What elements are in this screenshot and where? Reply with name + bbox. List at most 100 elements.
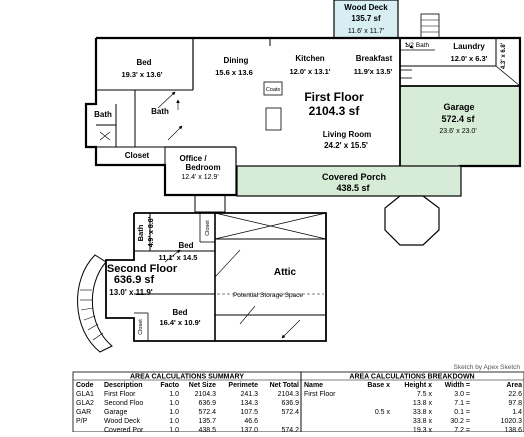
summary-row-cell: 1.0 bbox=[169, 427, 179, 432]
covered-porch-area-label: 438.5 sf bbox=[336, 183, 370, 193]
bed-label: Bed bbox=[136, 58, 151, 67]
summary-row-cell: 438.5 bbox=[198, 427, 216, 432]
garage-area-label: 572.4 sf bbox=[441, 114, 475, 124]
kitchen-island bbox=[265, 107, 282, 131]
summary-header-cell: Facto bbox=[160, 382, 179, 389]
breakdown-row-cell: 138.6 bbox=[504, 427, 522, 432]
bath2-dims: 4.9' x 8.8' bbox=[148, 216, 155, 247]
covered-porch-area bbox=[236, 165, 462, 197]
breakdown-row-cell: 0.5 x bbox=[375, 409, 391, 416]
summary-row-cell: Garage bbox=[104, 409, 127, 416]
covered-porch-label: Covered Porch bbox=[322, 172, 386, 182]
storage-label: Potential Storage Space bbox=[233, 292, 303, 299]
kitchen-label: Kitchen bbox=[295, 54, 324, 63]
kitchen-dims: 12.0' x 13.1' bbox=[289, 67, 330, 76]
breakdown-header-cell: Height x bbox=[404, 382, 432, 389]
summary-row-cell: Second Floo bbox=[104, 400, 143, 407]
coats-closet bbox=[263, 81, 283, 96]
breakdown-row-cell: 13.8 x bbox=[413, 400, 433, 407]
bed-bottom-dims: 16.4' x 10.9' bbox=[159, 318, 200, 327]
summary-header-cell: Perimete bbox=[228, 382, 258, 389]
breakdown-row-cell: 0.1 = bbox=[454, 409, 470, 416]
attic-hatch bbox=[214, 212, 327, 240]
coats-label: Coats bbox=[266, 87, 281, 93]
breakdown-row-cell: 30.2 = bbox=[450, 418, 470, 425]
summary-row-cell: Wood Deck bbox=[104, 418, 141, 425]
bed-top-dims: 11.1' x 14.5 bbox=[159, 253, 198, 262]
area-breakdown-table: AREA CALCULATIONS BREAKDOWN Name Base x He… bbox=[300, 371, 524, 434]
breakdown-row-cell: 7.5 x bbox=[417, 391, 433, 398]
summary-row-cell: 636.9 bbox=[198, 400, 216, 407]
second-floor-side-dims: 13.0' x 11.9' bbox=[109, 288, 152, 297]
summary-row-cell: P/P bbox=[76, 418, 88, 425]
porch-octagon bbox=[384, 195, 440, 246]
dining-label: Dining bbox=[224, 56, 249, 65]
laundry-label: Laundry bbox=[453, 42, 485, 51]
summary-row-cell: 572.4 bbox=[281, 409, 299, 416]
summary-row-cell: GLA2 bbox=[76, 400, 94, 407]
summary-title: AREA CALCULATIONS SUMMARY bbox=[130, 374, 244, 381]
summary-row-cell: 2104.3 bbox=[195, 391, 217, 398]
summary-row-cell: First Floor bbox=[104, 391, 136, 398]
breakdown-row-cell: 33.8 x bbox=[413, 409, 433, 416]
summary-header-cell: Code bbox=[76, 382, 94, 389]
spiral-stairs bbox=[77, 254, 113, 353]
office-dims: 12.4' x 12.9' bbox=[181, 174, 218, 181]
summary-row-cell: 1.0 bbox=[169, 400, 179, 407]
wood-deck-label: Wood Deck bbox=[344, 3, 388, 12]
breakdown-header-cell: Base x bbox=[367, 382, 390, 389]
summary-row-cell: 1.0 bbox=[169, 418, 179, 425]
breakfast-label: Breakfast bbox=[356, 54, 393, 63]
wood-deck-area-label: 135.7 sf bbox=[351, 14, 381, 23]
summary-row-cell: 137.0 bbox=[240, 427, 258, 432]
dining-dims: 15.6 x 13.6 bbox=[215, 68, 253, 77]
bed-bottom-label: Bed bbox=[172, 308, 187, 317]
summary-row-cell: GAR bbox=[76, 409, 91, 416]
summary-row-cell: 636.9 bbox=[281, 400, 299, 407]
summary-row-cell: 572.4 bbox=[198, 409, 216, 416]
first-floor-plan: Wood Deck 135.7 sf 11.6' x 11.7' Bed 19.… bbox=[84, 0, 522, 246]
summary-row-cell: 1.0 bbox=[169, 409, 179, 416]
breakdown-header-cell: Name bbox=[304, 382, 323, 389]
bed-top-label: Bed bbox=[178, 241, 193, 250]
closet-top-label: Closet bbox=[205, 220, 211, 236]
bath-left-label: Bath bbox=[94, 110, 112, 119]
garage-dims: 23.6' x 23.0' bbox=[439, 128, 476, 135]
bed-dims: 19.3' x 13.6' bbox=[121, 70, 162, 79]
summary-row-cell: 574.2 bbox=[281, 427, 299, 432]
breakdown-row-cell: 3.0 = bbox=[454, 391, 470, 398]
second-floor-area: 636.9 sf bbox=[114, 274, 155, 286]
living-room-label: Living Room bbox=[323, 130, 371, 139]
laundry-dims: 12.0' x 6.3' bbox=[451, 54, 488, 63]
area-summary-table: AREA CALCULATIONS SUMMARY Code Descriptio… bbox=[72, 371, 302, 434]
second-floor-title: Second Floor bbox=[107, 263, 178, 275]
summary-header-cell: Net Total bbox=[270, 382, 299, 389]
living-room-dims: 24.2' x 15.5' bbox=[324, 141, 368, 150]
summary-row-cell: 107.5 bbox=[240, 409, 258, 416]
second-floor-outline bbox=[105, 212, 327, 342]
summary-header-cell: Description bbox=[104, 382, 143, 389]
summary-row-cell: 1.0 bbox=[169, 391, 179, 398]
breakdown-row-cell: 97.8 bbox=[508, 400, 522, 407]
breakdown-row-cell: 22.6 bbox=[508, 391, 522, 398]
summary-row-cell: 2104.3 bbox=[278, 391, 300, 398]
breakdown-row-cell: 1.4 bbox=[512, 409, 522, 416]
bath2-label: Bath bbox=[136, 224, 145, 241]
garage-area bbox=[400, 86, 520, 166]
second-floor-plan: Bath 4.9' x 8.8' Closet Bed 11.1' x 14.5… bbox=[77, 212, 327, 353]
breakdown-row-cell: First Floor bbox=[304, 391, 336, 398]
breakdown-title: AREA CALCULATIONS BREAKDOWN bbox=[349, 374, 474, 381]
breakdown-row-cell: 7.2 = bbox=[454, 427, 470, 432]
breakdown-header-cell: Area bbox=[506, 382, 522, 389]
summary-row-cell: Covered Por bbox=[104, 427, 144, 432]
breakdown-row-cell: 19.3 x bbox=[413, 427, 433, 432]
summary-row-cell: 46.6 bbox=[244, 418, 258, 425]
wood-deck-dims: 11.6' x 11.7' bbox=[348, 28, 384, 35]
breakdown-row-cell: 7.1 = bbox=[454, 400, 470, 407]
sketch-credit: Sketch by Apex Sketch bbox=[454, 364, 521, 371]
attic-label: Attic bbox=[274, 267, 297, 278]
breakdown-row-cell: 33.8 x bbox=[413, 418, 433, 425]
